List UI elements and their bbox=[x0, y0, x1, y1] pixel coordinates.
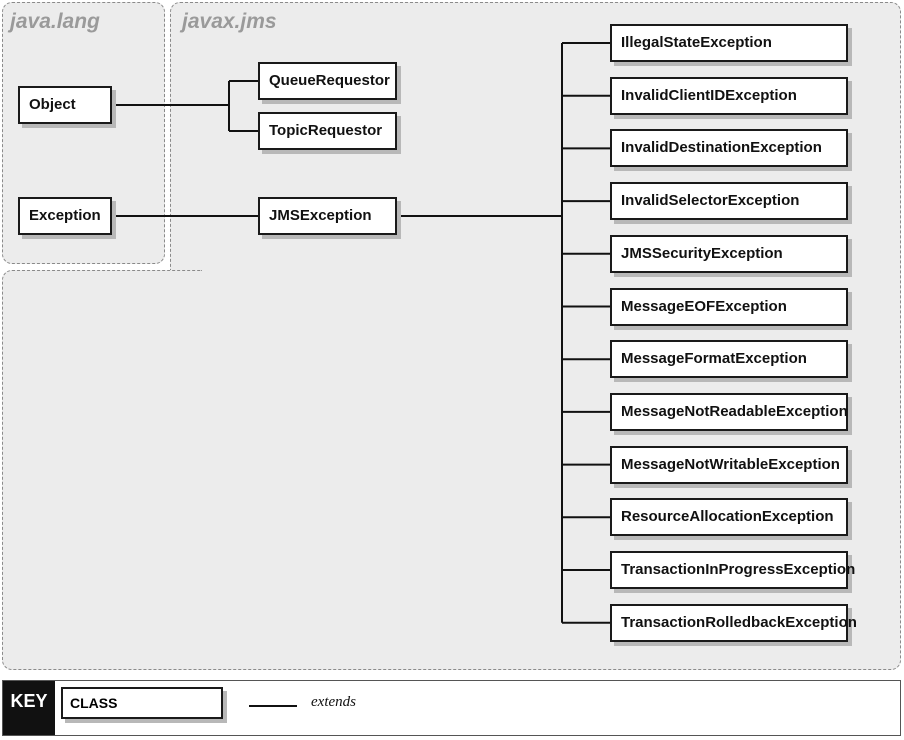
class-exception[interactable]: Exception bbox=[18, 197, 112, 235]
class-message-not-writable-exception[interactable]: MessageNotWritableException bbox=[610, 445, 848, 484]
key-extends-line bbox=[249, 705, 297, 707]
key-extends-label: extends bbox=[311, 694, 356, 710]
legend-key: KEY CLASS extends bbox=[2, 680, 901, 736]
class-invalid-client-idexception[interactable]: InvalidClientIDException bbox=[610, 76, 848, 115]
class-jms-exception[interactable]: JMSException bbox=[258, 197, 397, 235]
class-message-not-readable-exception[interactable]: MessageNotReadableException bbox=[610, 392, 848, 431]
class-message-format-exception[interactable]: MessageFormatException bbox=[610, 340, 848, 379]
package-label-java-lang: java.lang bbox=[10, 10, 100, 33]
class-resource-allocation-exception[interactable]: ResourceAllocationException bbox=[610, 498, 848, 537]
class-invalid-selector-exception[interactable]: InvalidSelectorException bbox=[610, 182, 848, 221]
class-transaction-rolledback-exception[interactable]: TransactionRolledbackException bbox=[610, 603, 857, 642]
key-title: KEY bbox=[3, 681, 55, 735]
class-invalid-destination-exception[interactable]: InvalidDestinationException bbox=[610, 129, 848, 168]
class-object[interactable]: Object bbox=[18, 86, 112, 124]
package-label-javax-jms: javax.jms bbox=[182, 10, 277, 33]
class-jmssecurity-exception[interactable]: JMSSecurityException bbox=[610, 234, 848, 273]
package-javax-jms-lower bbox=[2, 270, 202, 670]
class-topic-requestor[interactable]: TopicRequestor bbox=[258, 112, 397, 150]
class-illegal-state-exception[interactable]: IllegalStateException bbox=[610, 24, 848, 62]
class-transaction-in-progress-exception[interactable]: TransactionInProgressException bbox=[610, 551, 855, 589]
class-queue-requestor[interactable]: QueueRequestor bbox=[258, 62, 397, 100]
key-class-sample: CLASS bbox=[61, 687, 223, 719]
class-message-eofexception[interactable]: MessageEOFException bbox=[610, 287, 848, 326]
